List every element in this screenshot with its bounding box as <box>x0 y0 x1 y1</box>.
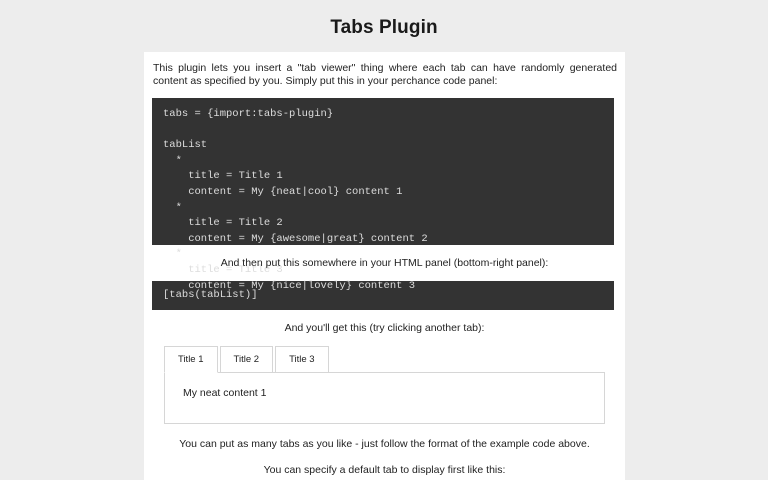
page-title: Tabs Plugin <box>330 17 438 38</box>
intro-paragraph: This plugin lets you insert a "tab viewe… <box>153 62 617 87</box>
tabs-widget: Title 1 Title 2 Title 3 My neat content … <box>152 346 617 424</box>
caption-default-tab: You can specify a default tab to display… <box>263 464 506 476</box>
tab-strip: Title 1 Title 2 Title 3 <box>164 346 617 373</box>
code-block-tablist: tabs = {import:tabs-plugin} tabList * ti… <box>152 98 614 292</box>
code-block-tabs-call: [tabs(tabList)] <box>152 281 614 310</box>
caption-many-tabs: You can put as many tabs as you like - j… <box>179 438 590 450</box>
content-card: This plugin lets you insert a "tab viewe… <box>144 52 625 480</box>
tab-panel-content: My neat content 1 <box>164 372 605 424</box>
tab-title-1[interactable]: Title 1 <box>164 346 218 373</box>
caption-get-this: And you'll get this (try clicking anothe… <box>284 322 485 334</box>
tab-title-3[interactable]: Title 3 <box>275 346 329 373</box>
tab-title-2[interactable]: Title 2 <box>219 346 274 373</box>
caption-html-panel: And then put this somewhere in your HTML… <box>220 257 549 269</box>
